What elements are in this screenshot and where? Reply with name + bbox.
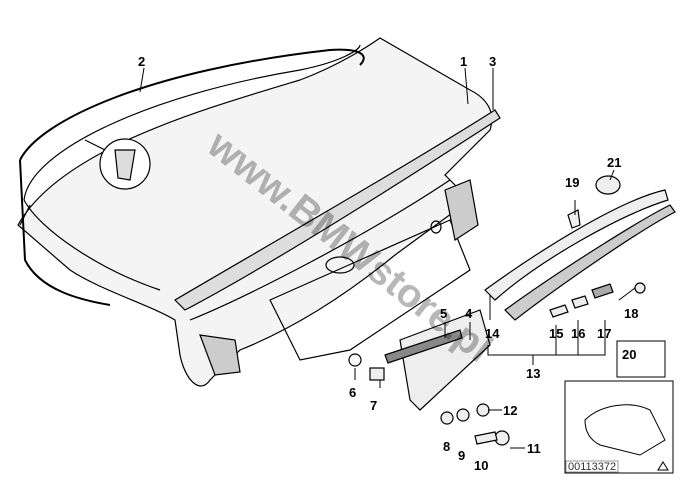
- callout-4: 4: [465, 306, 473, 321]
- callout-18: 18: [624, 306, 638, 321]
- trim-parts: [348, 175, 676, 446]
- callout-1: 1: [460, 54, 467, 69]
- callout-3: 3: [489, 54, 496, 69]
- callout-16: 16: [571, 326, 585, 341]
- callout-10: 10: [474, 458, 488, 473]
- callout-14: 14: [485, 326, 500, 341]
- callout-8: 8: [443, 439, 450, 454]
- callout-9: 9: [458, 448, 465, 463]
- callout-13: 13: [526, 366, 540, 381]
- callout-15: 15: [549, 326, 563, 341]
- inset-boxes: [564, 340, 674, 474]
- callout-11: 11: [527, 441, 541, 456]
- callout-2: 2: [138, 54, 145, 69]
- callout-6: 6: [349, 385, 356, 400]
- callout-7: 7: [370, 398, 377, 413]
- callout-20: 20: [622, 347, 636, 362]
- callout-5: 5: [440, 306, 447, 321]
- callout-labels: 1 2 3 4 5 6 7 8 9 10 11 12 13 14 15 16 1…: [138, 54, 638, 473]
- callout-19: 19: [565, 175, 579, 190]
- trunk-lid: [17, 37, 501, 387]
- callout-12: 12: [503, 403, 517, 418]
- drawing-number: 00113372: [568, 461, 616, 473]
- callout-21: 21: [607, 155, 621, 170]
- callout-17: 17: [597, 326, 611, 341]
- leader-lines: [139, 67, 636, 449]
